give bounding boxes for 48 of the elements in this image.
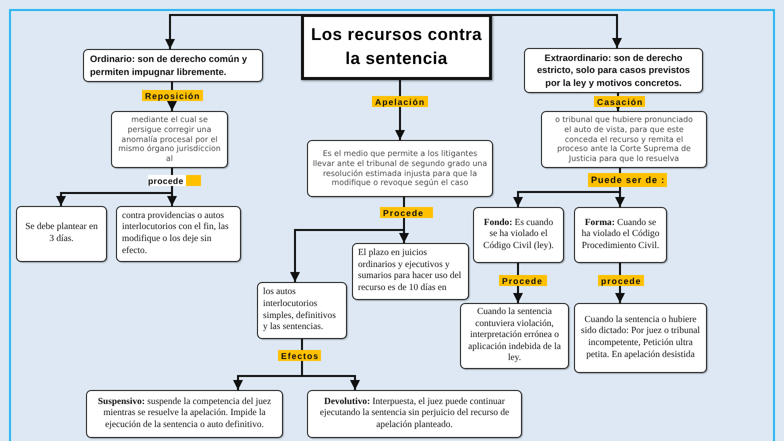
- arrow: [167, 193, 177, 206]
- concept-text: Fondo: Es cuando se ha violado el Código Civil (ley).: [482, 218, 555, 252]
- concept-text: los autos interlocutorios simples, definitivos y las sentencias.: [263, 287, 337, 334]
- arrow: [233, 375, 302, 390]
- concept-box: [307, 140, 493, 197]
- concept-box: [83, 49, 263, 82]
- concept-box: [541, 111, 707, 168]
- concept-text: Cuando la sentencia o hubiere sido dictado: Por juez o tribunal incompetente, Petición ultra petita. En apelación desistida: [580, 314, 701, 362]
- edge-label: Procede: [499, 275, 547, 286]
- arrow: [302, 375, 360, 390]
- arrow: [615, 192, 625, 207]
- edge-label: Procede: [380, 207, 433, 218]
- edge-label: Casación: [594, 96, 646, 107]
- concept-box: [473, 207, 564, 263]
- edge-label: Puede ser de :: [588, 173, 668, 187]
- concept-text: El plazo en juicios ordinarios y ejecutivos y sumarios para hacer uso del recurso es de 10 días en: [358, 248, 462, 294]
- concept-text: Devolutivo: Interpuesta, el juez puede continuar ejecutando la sentencia sin perjuicio del recurso de apelación planteado.: [318, 396, 510, 432]
- edge-label: Efectos: [278, 350, 322, 361]
- concept-text: Forma: Cuando se ha violado el Código Procedimiento Civil.: [580, 218, 660, 252]
- concept-text: Se debe plantear en 3 días.: [24, 222, 99, 246]
- concept-text: contra providencias o autos interlocutorios con el fin, las modifique o los deje sin efecto.: [122, 210, 230, 258]
- concept-box: [352, 243, 469, 300]
- concept-box: [116, 206, 241, 262]
- concept-box: [16, 206, 107, 262]
- concept-text: Suspensivo: suspende la competencia del juez mientras se resuelve la apelación. Impide la ejecución de la sentencia o auto definitivo.: [96, 396, 272, 432]
- concept-box: [574, 207, 667, 263]
- concept-text: Cuando la sentencia contuviera violación, interpretación errónea o aplicación indebida de la ley.: [467, 307, 562, 365]
- concept-box: [524, 48, 703, 93]
- arrow: [165, 14, 301, 49]
- arrow: [492, 14, 622, 48]
- title-box: [301, 14, 492, 80]
- concept-box: [86, 390, 283, 438]
- concept-box: [307, 390, 522, 438]
- edge-label: procede: [148, 175, 201, 186]
- concept-box: [460, 303, 569, 369]
- title-text: Los recursos contra la sentencia: [310, 24, 484, 70]
- arrow: [290, 229, 404, 282]
- edge-label: Apelación: [372, 96, 428, 107]
- concept-box: [257, 282, 347, 339]
- arrow: [399, 230, 409, 243]
- edge-label: procede: [598, 275, 644, 286]
- concept-text: Ordinario: son de derecho común y permiten impugnar libremente.: [90, 53, 248, 78]
- concept-box: [574, 303, 707, 373]
- concept-box: [111, 111, 228, 168]
- concept-text: Extraordinario: son de derecho estricto, solo para casos previstos por la ley y motivos concretos.: [536, 52, 691, 89]
- edge-label: Reposición: [142, 90, 203, 101]
- arrow: [513, 191, 620, 207]
- arrow: [56, 192, 172, 206]
